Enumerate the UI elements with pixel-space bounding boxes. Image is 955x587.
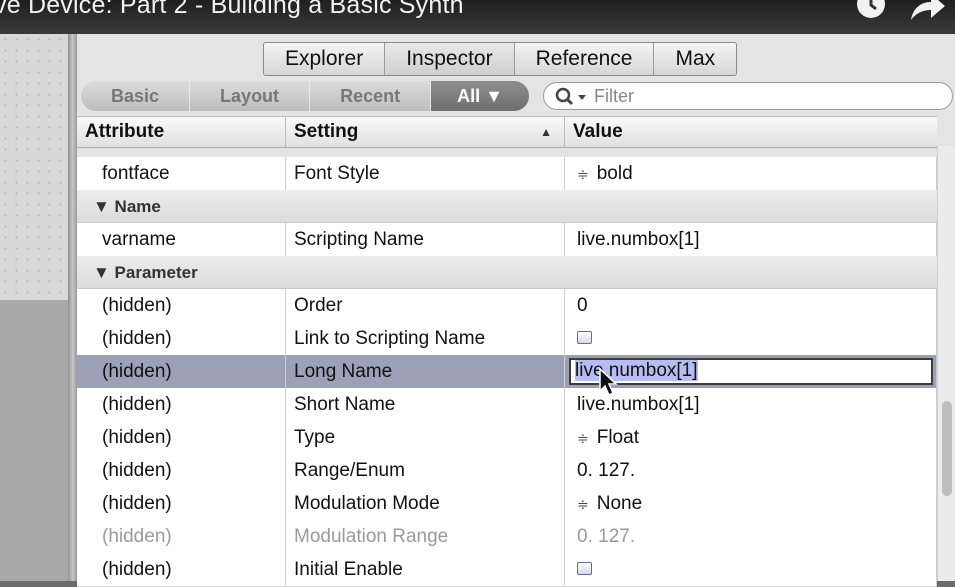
value-cell[interactable]: live.numbox[1] bbox=[565, 388, 937, 421]
setting-cell: Type bbox=[286, 421, 565, 454]
filter-basic[interactable]: Basic bbox=[81, 81, 191, 111]
table-header: Attribute Setting ▲ Value bbox=[77, 116, 937, 148]
attribute-cell: (hidden) bbox=[77, 289, 286, 322]
patcher-canvas[interactable] bbox=[0, 34, 68, 300]
table-row[interactable]: (hidden) Modulation Mode ≑ None bbox=[77, 487, 937, 521]
setting-cell: Short Name bbox=[286, 388, 565, 421]
table-row[interactable]: (hidden) Initial Enable bbox=[77, 553, 937, 587]
filter-all[interactable]: All ▼ bbox=[431, 81, 529, 111]
value-cell[interactable]: ≑ bold bbox=[565, 157, 937, 190]
value-cell bbox=[565, 553, 937, 586]
category-filter-bar: Basic Layout Recent All ▼ bbox=[81, 81, 529, 111]
table-row[interactable]: (hidden) Order 0 bbox=[77, 289, 937, 323]
tab-reference[interactable]: Reference bbox=[515, 43, 655, 75]
sidebar-tabs: Explorer Inspector Reference Max bbox=[263, 42, 738, 76]
column-setting-label: Setting bbox=[294, 121, 359, 142]
attribute-cell: (hidden) bbox=[77, 487, 286, 520]
setting-cell: Initial Enable bbox=[286, 553, 565, 586]
video-title: ve Device: Part 2 - Building a Basic Syn… bbox=[0, 0, 464, 19]
table-row[interactable]: (hidden) Link to Scripting Name bbox=[77, 322, 937, 356]
value-cell: 0. 127. bbox=[565, 520, 937, 553]
table-row-selected[interactable]: (hidden) Long Name live.numbox[1] bbox=[77, 355, 937, 389]
setting-cell: Modulation Mode bbox=[286, 487, 565, 520]
tab-inspector[interactable]: Inspector bbox=[385, 43, 515, 75]
value-text: Float bbox=[596, 427, 639, 448]
initial-enable-checkbox[interactable] bbox=[577, 561, 592, 575]
table-row[interactable]: (hidden) Range/Enum 0. 127. bbox=[77, 454, 937, 488]
vertical-scrollbar[interactable] bbox=[937, 146, 955, 581]
value-cell[interactable]: 0. 127. bbox=[565, 454, 937, 487]
search-icon bbox=[555, 87, 586, 106]
section-header-name[interactable]: ▼ Name bbox=[77, 190, 937, 223]
patcher-lower-area bbox=[0, 300, 68, 581]
table-row-disabled: (hidden) Modulation Range 0. 127. bbox=[77, 520, 937, 554]
filter-recent[interactable]: Recent bbox=[310, 81, 432, 111]
link-scripting-name-checkbox[interactable] bbox=[577, 330, 592, 344]
tab-explorer[interactable]: Explorer bbox=[264, 43, 386, 75]
value-text: bold bbox=[596, 163, 633, 184]
table-row[interactable]: fontface Font Style ≑ bold bbox=[77, 157, 937, 191]
value-cell[interactable]: ≑ None bbox=[565, 487, 937, 520]
stepper-icon[interactable]: ≑ bbox=[577, 496, 589, 512]
setting-cell: Long Name bbox=[286, 355, 565, 388]
tab-max[interactable]: Max bbox=[675, 47, 716, 70]
attribute-cell: (hidden) bbox=[77, 388, 286, 421]
stepper-icon[interactable]: ≑ bbox=[577, 430, 589, 446]
panel-divider[interactable] bbox=[68, 34, 77, 581]
inspector-panel: Explorer Inspector Reference Max Basic L… bbox=[77, 34, 955, 587]
search-placeholder: Filter bbox=[594, 86, 634, 106]
scrollbar-thumb[interactable] bbox=[942, 401, 952, 496]
column-attribute[interactable]: Attribute bbox=[77, 117, 286, 147]
filter-search-input[interactable]: Filter bbox=[543, 82, 953, 110]
value-cell[interactable]: live.numbox[1] bbox=[565, 223, 937, 256]
setting-cell: Range/Enum bbox=[286, 454, 565, 487]
attribute-cell: (hidden) bbox=[77, 322, 286, 355]
value-cell[interactable]: ≑ Float bbox=[565, 421, 937, 454]
setting-cell: Order bbox=[286, 289, 565, 322]
section-header-parameter[interactable]: ▼ Parameter bbox=[77, 256, 937, 289]
sort-ascending-icon: ▲ bbox=[540, 125, 552, 139]
selected-text: live.numbox[1] bbox=[575, 360, 698, 381]
column-setting[interactable]: Setting ▲ bbox=[286, 117, 565, 147]
table-row[interactable]: (hidden) Type ≑ Float bbox=[77, 421, 937, 455]
setting-cell: Modulation Range bbox=[286, 520, 565, 553]
attribute-cell: (hidden) bbox=[77, 520, 286, 553]
table-row[interactable]: (hidden) Short Name live.numbox[1] bbox=[77, 388, 937, 422]
long-name-edit-field[interactable]: live.numbox[1] bbox=[569, 358, 933, 385]
setting-cell: Scripting Name bbox=[286, 223, 565, 256]
value-cell[interactable]: 0 bbox=[565, 289, 937, 322]
setting-cell: Link to Scripting Name bbox=[286, 322, 565, 355]
clock-icon[interactable] bbox=[852, 0, 892, 28]
attribute-cell: (hidden) bbox=[77, 454, 286, 487]
filter-layout[interactable]: Layout bbox=[190, 81, 311, 111]
table-row[interactable]: varname Scripting Name live.numbox[1] bbox=[77, 223, 937, 257]
attribute-cell: fontface bbox=[77, 157, 286, 190]
video-title-bar: ve Device: Part 2 - Building a Basic Syn… bbox=[0, 0, 955, 34]
value-cell bbox=[565, 322, 937, 355]
column-value[interactable]: Value bbox=[573, 121, 623, 142]
stepper-icon[interactable]: ≑ bbox=[577, 166, 589, 182]
attribute-cell: (hidden) bbox=[77, 421, 286, 454]
share-arrow-icon[interactable] bbox=[905, 0, 950, 28]
attribute-cell: (hidden) bbox=[77, 355, 286, 388]
setting-cell: Font Style bbox=[286, 157, 565, 190]
value-cell: live.numbox[1] bbox=[565, 355, 937, 388]
value-text: None bbox=[596, 493, 643, 514]
attribute-cell: varname bbox=[77, 223, 286, 256]
mouse-pointer-icon bbox=[599, 367, 618, 397]
attribute-cell: (hidden) bbox=[77, 553, 286, 586]
